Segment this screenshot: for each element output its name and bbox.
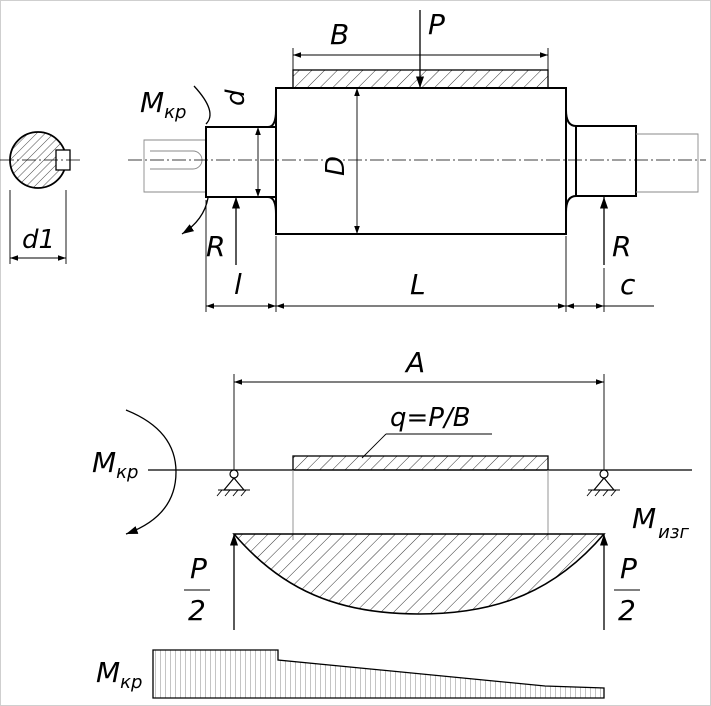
dimension-d: d [221, 89, 261, 197]
reaction-R-left: R [206, 197, 241, 265]
reaction-P2-left: P 2 [184, 534, 239, 630]
P2-right-num: P [620, 552, 637, 585]
support-right [586, 469, 620, 497]
P2-left-num: P [190, 552, 207, 585]
shaft-body [275, 87, 567, 235]
D-label: D [321, 156, 351, 176]
q-formula-label: q=P/B [390, 403, 471, 433]
torque-arrow-top: Mкр [140, 85, 211, 235]
R-right-label: R [612, 230, 631, 263]
P-top-label: P [428, 8, 445, 41]
dimension-D: D [321, 88, 360, 234]
torque-diagram: Mкр [96, 649, 605, 699]
Mkr-top-label: Mкр [140, 86, 186, 123]
P2-right-den: 2 [618, 594, 636, 627]
B-label: B [330, 18, 349, 51]
dimension-l-L-c: l L c [205, 200, 654, 312]
shaft-cross-section: d1 [0, 131, 82, 264]
support-left [216, 469, 250, 497]
reaction-R-right: R [599, 197, 631, 265]
reaction-P2-right: P 2 [599, 534, 640, 630]
A-label: A [404, 346, 425, 379]
c-label: c [620, 268, 636, 301]
P2-left-den: 2 [188, 594, 206, 627]
torque-arrow-beam: Mкр [92, 409, 177, 535]
Mkr-diag-label: Mкр [96, 656, 142, 693]
dimension-A: A [233, 346, 605, 470]
beam-distributed-load [292, 455, 549, 471]
beam-scheme: q=P/B [148, 403, 692, 540]
l-label: l [234, 268, 242, 301]
R-left-label: R [206, 230, 225, 263]
shaft-drawing [128, 69, 706, 235]
d1-label: d1 [22, 225, 55, 255]
Mkr-beam-label: Mкр [92, 446, 138, 483]
force-P-arrow: P [415, 8, 445, 88]
d-label: d [221, 89, 251, 106]
L-label: L [410, 268, 426, 301]
